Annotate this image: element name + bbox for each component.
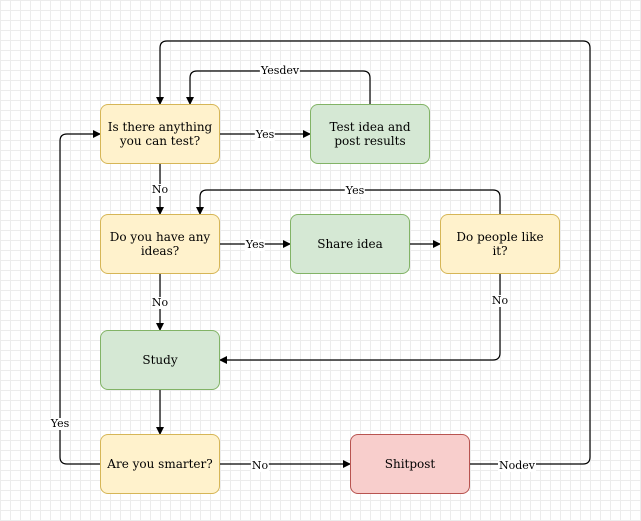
node-share-idea: Share idea: [290, 214, 410, 274]
edge-like-no: [219, 274, 501, 364]
node-people-like: Do people like it?: [440, 214, 560, 274]
label-smarter-yes: Yes: [49, 417, 71, 430]
node-shitpost: Shitpost: [350, 434, 470, 494]
edge-shitpost-back: [156, 40, 591, 465]
label-testidea-back: Yesdev: [259, 64, 301, 77]
label-test-no: No: [150, 183, 170, 196]
label-test-yes: Yes: [254, 128, 276, 141]
node-have-ideas: Do you have any ideas?: [100, 214, 220, 274]
label-shitpost-back: Nodev: [497, 459, 537, 472]
node-smarter: Are you smarter?: [100, 434, 220, 494]
label-ideas-yes: Yes: [244, 238, 266, 251]
label-smarter-no: No: [250, 459, 270, 472]
label-ideas-no: No: [150, 296, 170, 309]
node-study: Study: [100, 330, 220, 390]
edge-smarter-yes: [59, 130, 101, 465]
node-test-idea: Test idea and post results: [310, 104, 430, 164]
label-like-no: No: [490, 294, 510, 307]
node-test: Is there anything you can test?: [100, 104, 220, 164]
label-like-yes: Yes: [344, 184, 366, 197]
